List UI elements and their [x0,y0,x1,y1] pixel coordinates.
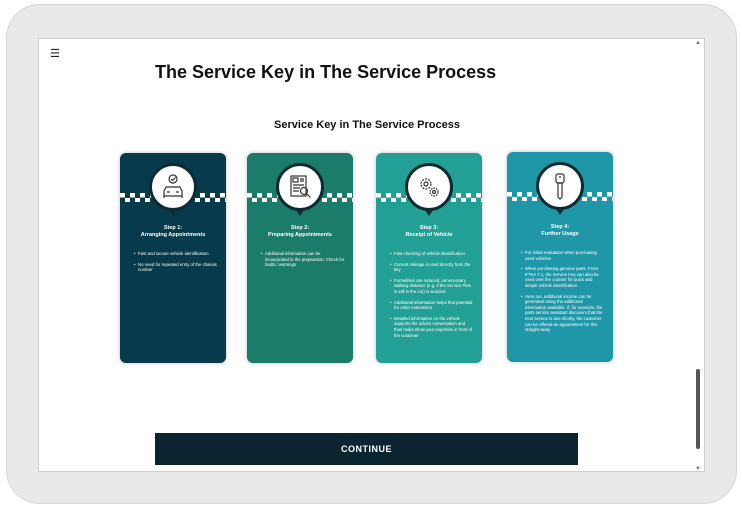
bullet-item: For initial evaluation when purchasing u… [521,250,605,261]
step-name: Preparing Appointments [268,232,332,238]
pin-pointer [169,210,177,216]
page-title: The Service Key in The Service Process [155,62,497,82]
step-heading: Step 3:Receipt of Vehicle [376,225,482,239]
section-subtitle: Service Key in The Service Process [274,119,460,131]
document-search-icon [276,163,324,211]
scroll-down-icon[interactable]: ▼ [695,466,701,472]
bullet-list: Fast and secure vehicle identificationNo… [134,251,218,278]
bullet-item: No need for repeated entry of the chassi… [134,262,218,273]
bullet-list: Additional information can be incorporat… [261,251,345,273]
step-name: Further Usage [541,231,579,237]
bullet-list: Fast checking of vehicle identificationC… [390,251,474,343]
step-number: Step 4: [550,224,570,230]
step-card: Step 3:Receipt of Vehicle Fast checking … [376,153,482,363]
car-check-icon [149,163,197,211]
step-card: Step 2:Preparing Appointments Additional… [247,153,353,363]
bullet-item: Fast and secure vehicle identification [134,251,218,257]
key-icon [536,162,584,210]
step-number: Step 1: [163,225,183,231]
bullet-list: For initial evaluation when purchasing u… [521,250,605,338]
bullet-item: When purchasing genuine parts. From ETKA… [521,266,605,288]
bullet-item: Detailed information on the vehicle supp… [390,316,474,338]
step-name: Receipt of Vehicle [405,232,453,238]
step-number: Step 3: [419,225,439,231]
step-card: Step 4:Further Usage For initial evaluat… [507,152,613,362]
scrollbar-thumb[interactable] [696,369,700,449]
bullet-item: Current mileage is read directly from th… [390,262,474,273]
gears-icon [405,163,453,211]
bullet-item: Fast checking of vehicle identification [390,251,474,257]
bullet-item: Additional information can be incorporat… [261,251,345,268]
step-heading: Step 4:Further Usage [507,224,613,238]
bullet-item: Additional information helps find potent… [390,300,474,311]
step-card: Step 1:Arranging Appointments Fast and s… [120,153,226,363]
pin-pointer [425,210,433,216]
scroll-up-icon[interactable]: ▲ [695,40,701,46]
scrollbar[interactable]: ▲ ▼ [694,39,702,472]
step-heading: Step 1:Arranging Appointments [120,225,226,239]
bullet-item: Formalities are reduced, unnecessary wal… [390,278,474,295]
step-number: Step 2: [290,225,310,231]
step-name: Arranging Appointments [140,232,206,238]
step-heading: Step 2:Preparing Appointments [247,225,353,239]
pin-pointer [556,209,564,215]
screen: ☰ The Service Key in The Service Process… [38,38,705,472]
bullet-item: Here too, additional income can be gener… [521,294,605,333]
continue-button[interactable]: CONTINUE [155,433,578,465]
pin-pointer [296,210,304,216]
hamburger-icon[interactable]: ☰ [50,48,60,60]
